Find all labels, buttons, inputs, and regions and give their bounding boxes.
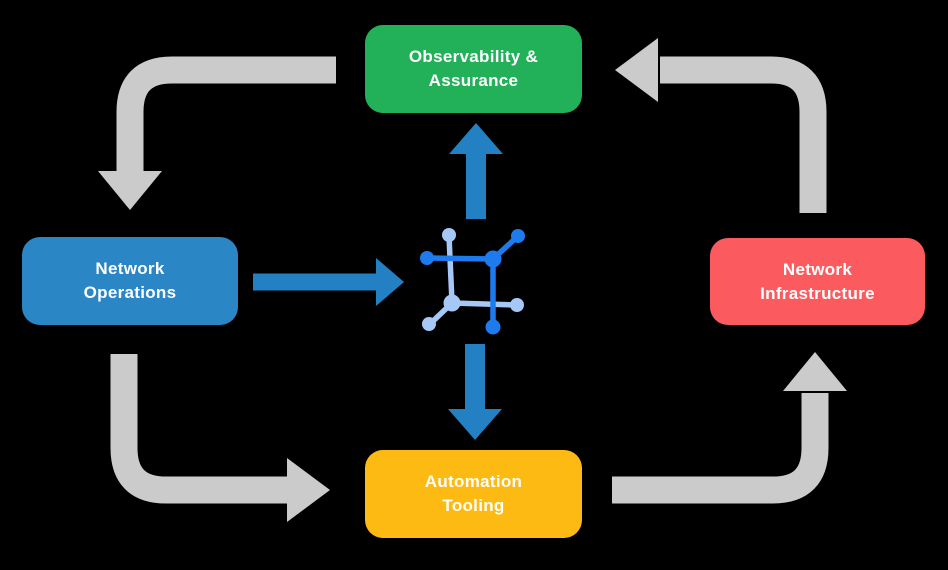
node-network-operations: Network Operations	[22, 237, 238, 325]
cycle-arrow-operations-to-automation	[110, 354, 289, 504]
mesh-node-dot	[442, 228, 456, 242]
node-label-observability-assurance: Observability & Assurance	[408, 47, 539, 90]
arrowhead-down-icon	[98, 171, 162, 210]
network-mesh-dark-dots	[420, 229, 525, 335]
node-label-network-operations: Network Operations	[83, 259, 177, 302]
node-network-infrastructure: Network Infrastructure	[710, 238, 925, 325]
cycle-arrow-shafts	[110, 56, 829, 504]
arrowhead-left-icon	[615, 38, 658, 102]
arrowhead-down-icon	[448, 409, 502, 440]
arrowhead-up-icon	[449, 123, 503, 154]
node-observability-assurance: Observability & Assurance	[365, 25, 582, 113]
node-label-network-infrastructure: Network Infrastructure	[760, 259, 875, 303]
mesh-junction-dot	[443, 294, 461, 312]
flow-arrow-heads	[376, 123, 503, 440]
mesh-node-dot	[510, 298, 524, 312]
mesh-node-dot	[485, 319, 501, 335]
mesh-node-dot	[422, 317, 436, 331]
cycle-arrow-heads	[98, 38, 847, 522]
cycle-arrow-observability-to-operations	[116, 56, 336, 173]
mesh-node-dot	[420, 251, 434, 265]
mesh-light-line	[446, 233, 455, 305]
flow-arrow-shafts	[253, 152, 486, 412]
mesh-junction-dot	[484, 250, 502, 268]
arrowhead-up-icon	[783, 352, 847, 391]
arrowhead-right-icon	[376, 258, 404, 306]
mesh-node-dot	[511, 229, 525, 243]
cycle-arrow-infrastructure-to-observability	[660, 56, 827, 213]
node-automation-tooling: Automation Tooling	[365, 450, 582, 538]
network-mesh-light-dots	[422, 228, 524, 331]
arrowhead-right-icon	[287, 458, 330, 522]
node-label-automation-tooling: Automation Tooling	[424, 472, 523, 515]
mesh-dark-line	[425, 255, 495, 262]
mesh-light-line	[449, 300, 519, 308]
cycle-arrow-automation-to-infrastructure	[612, 393, 829, 504]
